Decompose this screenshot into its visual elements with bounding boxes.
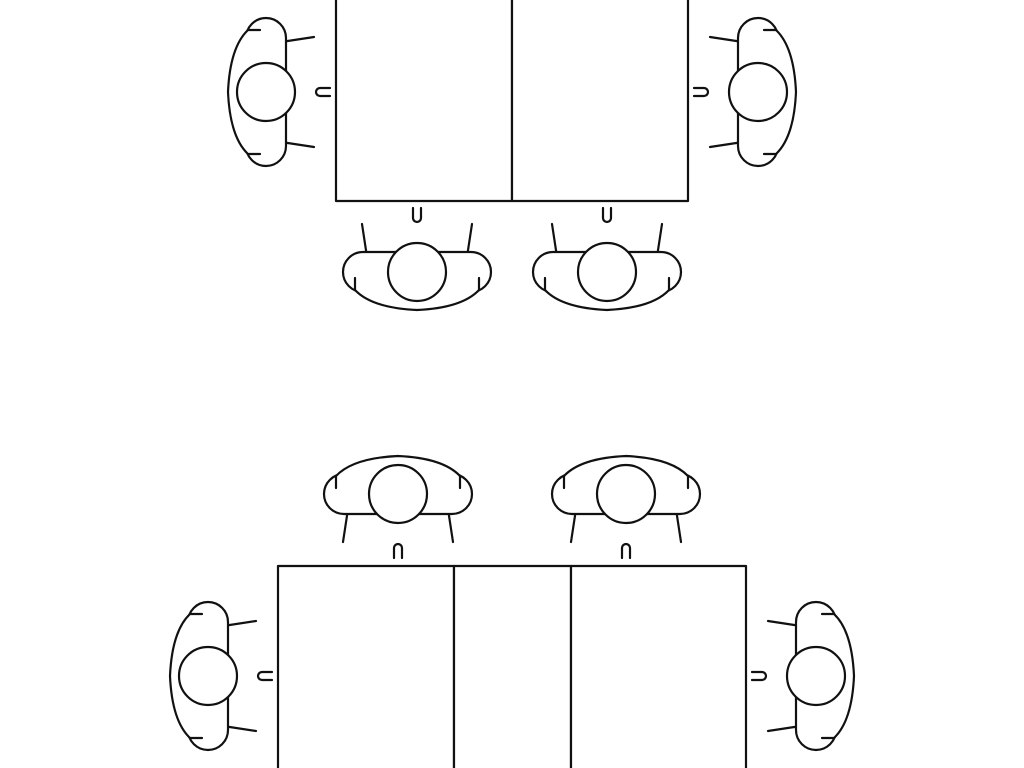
table-segment (276, 564, 456, 768)
seat-left (168, 600, 274, 752)
table-segment (510, 0, 690, 203)
seat-bottom-left (341, 206, 493, 312)
table-segment (452, 564, 573, 768)
table-segment (334, 0, 514, 203)
seat-top-right (550, 454, 702, 560)
seat-right (750, 600, 856, 752)
lower-group (168, 454, 856, 768)
seat-right (692, 16, 798, 168)
table-segment (569, 564, 748, 768)
upper-group (226, 0, 798, 312)
seat-left (226, 16, 332, 168)
seat-bottom-right (531, 206, 683, 312)
seat-top-left (322, 454, 474, 560)
